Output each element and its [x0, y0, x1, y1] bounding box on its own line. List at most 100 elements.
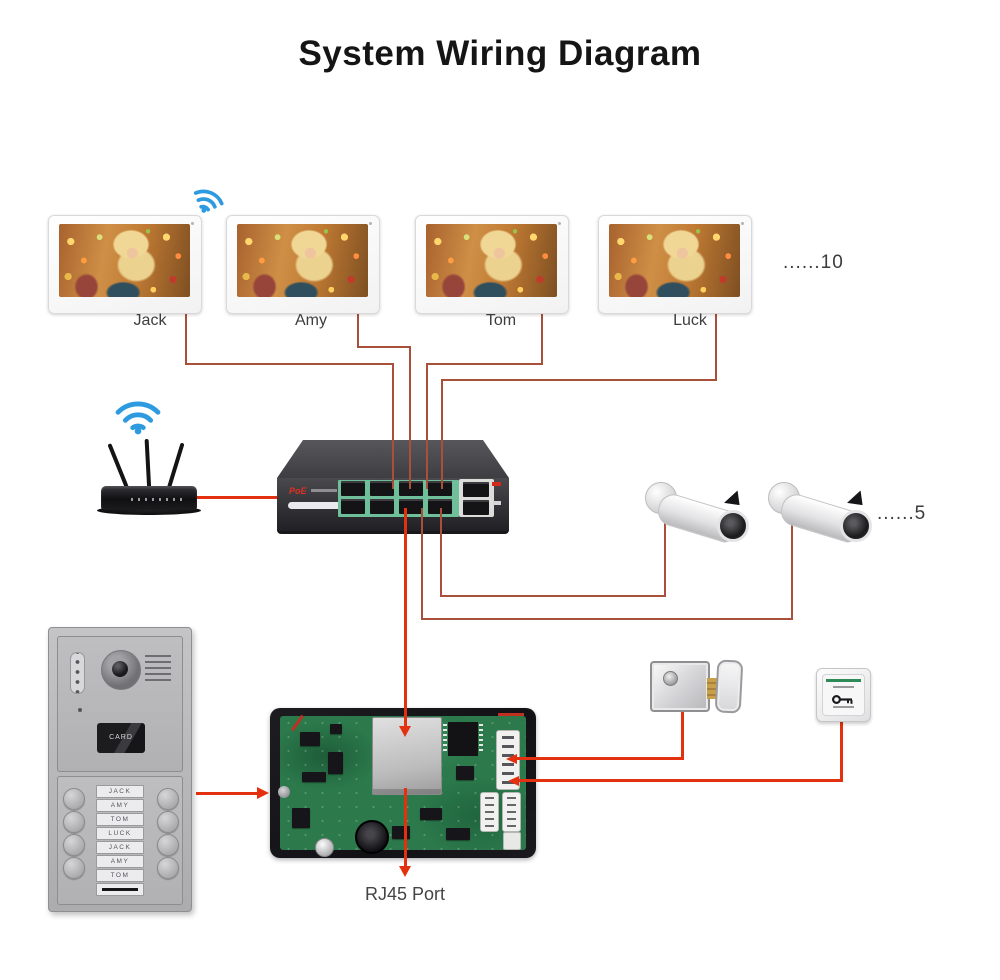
lock-keeper	[714, 659, 744, 714]
call-button	[157, 788, 179, 810]
exit-button	[816, 668, 871, 722]
door-station: CARD JACK AMY TOM LUCK JACK AMY TOM	[48, 627, 192, 912]
rj45-port-label: RJ45 Port	[364, 884, 446, 904]
chip	[330, 724, 342, 734]
wire-amy-drop	[409, 346, 411, 489]
monitor-camera-dot	[741, 222, 744, 225]
exit-button-green-bar	[826, 679, 861, 682]
arrow-left-lock	[506, 754, 517, 764]
monitor-screen	[426, 224, 557, 297]
switch-side-mark	[493, 501, 501, 505]
wire-lock-h	[516, 757, 684, 760]
rj45-port	[428, 481, 452, 496]
name-plate: JACK	[96, 841, 144, 854]
router-leds	[131, 498, 187, 501]
call-button	[63, 857, 85, 879]
call-button	[63, 811, 85, 833]
rj45-port	[428, 499, 452, 514]
call-button	[157, 811, 179, 833]
chip	[456, 766, 474, 780]
exit-button-text-line	[833, 706, 854, 708]
bullet-camera-2	[766, 476, 872, 560]
switch-vent-slot	[288, 502, 346, 509]
indoor-monitor-tom	[415, 215, 569, 314]
name-plate: TOM	[96, 869, 144, 882]
monitor-camera-dot	[558, 222, 561, 225]
wire-amy-h	[357, 346, 411, 348]
connector-small	[503, 832, 521, 850]
rj45-port	[341, 481, 365, 496]
wire-door-pcb	[196, 792, 258, 795]
wifi-icon-router	[113, 395, 163, 435]
call-button	[157, 857, 179, 879]
uplink-port	[463, 482, 489, 497]
door-speaker-grille	[145, 655, 171, 681]
name-plate: JACK	[96, 785, 144, 798]
name-plate-column: JACK AMY TOM LUCK JACK AMY TOM	[96, 785, 144, 897]
wifi-icon-monitor	[187, 181, 229, 220]
wire-cam1-v1	[440, 508, 442, 597]
arrow-down-rj45-port	[399, 866, 411, 877]
wire-tom-h	[426, 363, 543, 365]
name-plate-blank	[96, 883, 144, 896]
monitor-screen	[609, 224, 740, 297]
wire-exit-h	[518, 779, 843, 782]
camera-count-label: ......5	[877, 503, 927, 524]
wire-jack-h	[185, 363, 394, 365]
camera-lens	[840, 510, 872, 542]
camera-bracket	[724, 488, 745, 510]
rj45-port	[341, 499, 365, 514]
rj45-port	[399, 481, 423, 496]
monitor-label-amy: Amy	[295, 312, 327, 329]
name-plate: AMY	[96, 855, 144, 868]
switch-model-text	[311, 489, 337, 492]
wire-luck-drop	[441, 379, 443, 489]
switch-uplink-module	[459, 479, 494, 517]
rj45-port	[370, 481, 394, 496]
door-camera	[101, 650, 141, 690]
monitor-camera-dot	[369, 222, 372, 225]
wire-jack-v	[185, 309, 187, 365]
wire-luck-v	[715, 311, 717, 381]
camera-bracket	[847, 488, 868, 510]
name-plate: LUCK	[96, 827, 144, 840]
door-mic-hole	[78, 708, 82, 712]
chip	[446, 828, 470, 840]
wire-cam2-h	[421, 618, 793, 620]
wire-cam2-v2	[791, 518, 793, 620]
bullet-camera-1	[643, 476, 749, 560]
monitor-count-label: ......10	[783, 252, 844, 273]
call-button	[63, 834, 85, 856]
name-plate: AMY	[96, 799, 144, 812]
rj45-port	[370, 499, 394, 514]
chip	[292, 808, 310, 828]
wire-jack-drop	[392, 363, 394, 489]
wire-tom-v	[541, 311, 543, 365]
wire-cam1-v2	[664, 518, 666, 597]
wire-switch-pcb	[404, 508, 407, 726]
toroid-inductor	[355, 820, 389, 854]
arrow-left-exit	[508, 776, 519, 786]
name-plate: TOM	[96, 813, 144, 826]
chip	[302, 772, 326, 782]
wifi-router	[97, 438, 201, 516]
camera-lens	[717, 510, 749, 542]
monitor-label-jack: Jack	[133, 312, 167, 329]
lock-body	[650, 661, 710, 712]
router-antenna	[144, 438, 152, 494]
screw	[278, 786, 290, 798]
wire-amy-v	[357, 309, 359, 348]
wire-lock-v	[681, 708, 684, 760]
arrow-down-into-rj45	[399, 726, 411, 737]
chip	[300, 732, 320, 746]
lock-latch	[707, 678, 717, 699]
wire-cam2-v1	[421, 508, 423, 620]
indoor-monitor-jack	[48, 215, 202, 314]
red-wire-mark	[498, 713, 524, 716]
chip	[328, 752, 343, 774]
connector	[480, 792, 499, 832]
wire-tom-drop	[426, 363, 428, 489]
pcb-module	[270, 708, 536, 858]
wire-cam1-h	[440, 595, 666, 597]
